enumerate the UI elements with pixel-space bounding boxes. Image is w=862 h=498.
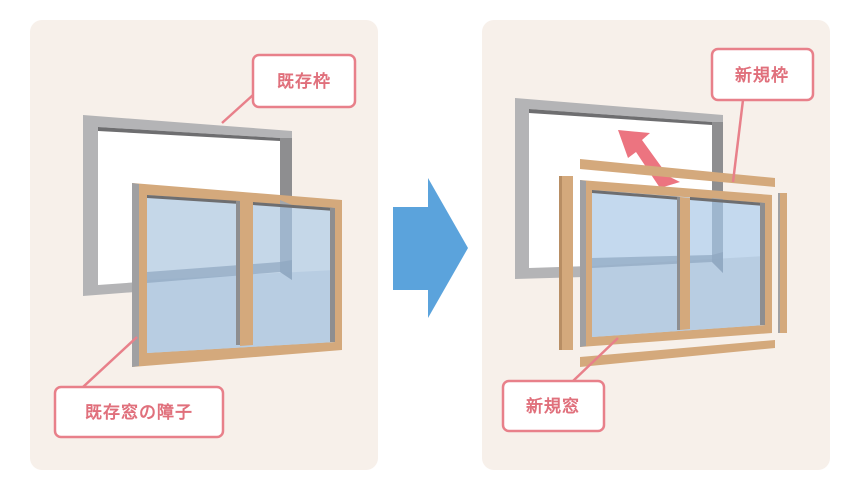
existing-frame-leader-line — [221, 94, 254, 124]
existing-frame-label-box — [251, 53, 357, 109]
new-frame-right-jamb — [778, 193, 787, 333]
existing-sash-label: 既存窓の障子 — [85, 402, 193, 423]
before-panel: 既存枠 既存窓の障子 — [30, 20, 378, 470]
new-window-label-box — [501, 379, 606, 433]
new-frame-parts — [559, 159, 787, 367]
new-frame-label: 新規枠 — [735, 65, 789, 86]
new-window-leader-line — [572, 337, 619, 382]
new-frame-leader-line — [731, 99, 745, 183]
new-window — [580, 180, 772, 347]
new-frame-bottom-rail — [580, 340, 775, 367]
new-frame-top-rail — [580, 159, 775, 187]
existing-sash-leader-line — [82, 336, 138, 388]
existing-sash-label-box — [53, 385, 225, 439]
existing-frame-label: 既存枠 — [277, 71, 331, 92]
existing-sash — [132, 183, 342, 367]
transition-arrow-icon — [393, 178, 468, 318]
new-frame-label-box — [710, 47, 815, 102]
new-frame-left-jamb — [559, 176, 573, 350]
new-window-label: 新規窓 — [526, 396, 580, 417]
after-panel: 新規枠 新規窓 — [482, 20, 830, 470]
